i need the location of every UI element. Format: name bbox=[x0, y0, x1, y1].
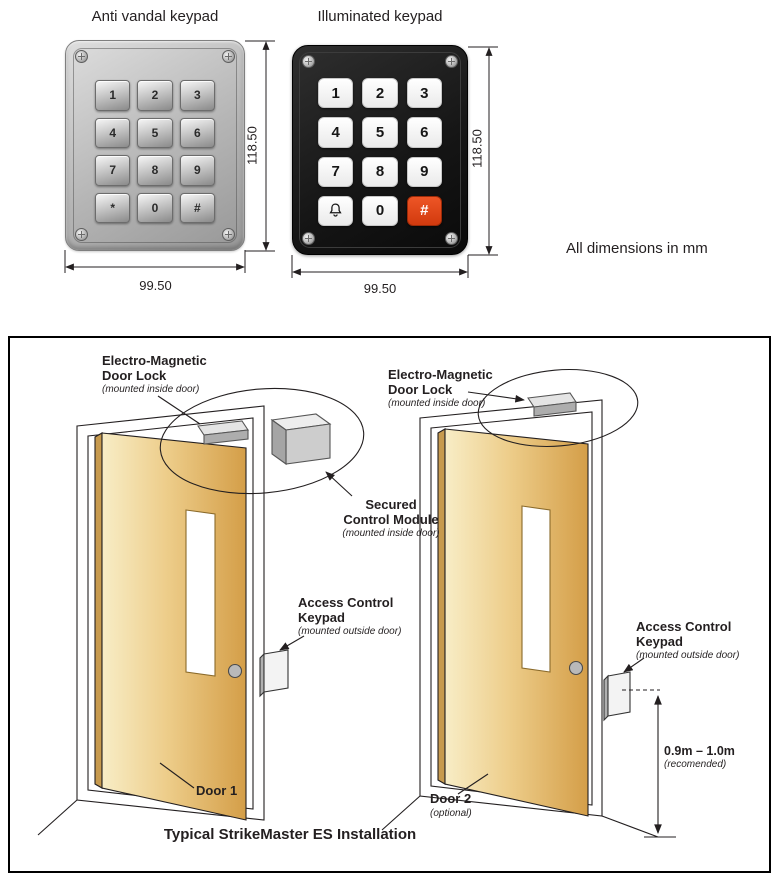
door-2-window bbox=[521, 505, 551, 673]
door-frame-1-inner bbox=[87, 417, 254, 810]
dim-line-height-left bbox=[245, 40, 275, 252]
screw-icon bbox=[222, 228, 235, 241]
module-pointer-arrow bbox=[325, 471, 353, 497]
av-key-0: 0 bbox=[137, 192, 173, 223]
il-key-7: 7 bbox=[318, 156, 354, 187]
door-1-label: Door 1 bbox=[196, 783, 238, 798]
il-key-bell bbox=[318, 195, 354, 226]
av-key-3: 3 bbox=[179, 80, 215, 111]
av-key-1: 1 bbox=[95, 80, 131, 111]
av-key-8: 8 bbox=[137, 155, 173, 186]
door-2-illustration bbox=[381, 368, 676, 838]
screw-icon bbox=[302, 55, 315, 68]
av-key-9: 9 bbox=[179, 155, 215, 186]
anti-vandal-key-grid: 1 2 3 4 5 6 7 8 9 * 0 # bbox=[95, 80, 215, 223]
screw-icon bbox=[302, 232, 315, 245]
il-key-4: 4 bbox=[318, 117, 354, 148]
em-lock-1-pointer-line bbox=[157, 395, 201, 425]
av-key-7: 7 bbox=[95, 155, 131, 186]
screw-icon bbox=[445, 232, 458, 245]
door-2-edge bbox=[437, 428, 446, 785]
callout-ellipse-2 bbox=[477, 368, 639, 448]
door-1-label-line bbox=[159, 762, 195, 789]
av-key-hash: # bbox=[179, 192, 215, 223]
dim-line-width-left bbox=[64, 250, 246, 273]
installation-illustration bbox=[37, 368, 676, 838]
installation-diagram: Electro-Magnetic Door Lock (mounted insi… bbox=[8, 336, 771, 873]
door-frame-2-inner bbox=[430, 411, 593, 806]
height-dim-left: 118.50 bbox=[244, 126, 260, 165]
diagram-title: Typical StrikeMaster ES Installation bbox=[163, 826, 417, 843]
illuminated-title: Illuminated keypad bbox=[317, 8, 443, 25]
av-key-5: 5 bbox=[137, 117, 173, 148]
access-keypad-2-label: Access Control Keypad (mounted outside d… bbox=[636, 619, 740, 662]
anti-vandal-keypad: 1 2 3 4 5 6 7 8 9 * 0 # bbox=[65, 40, 245, 251]
width-dim-left: 99.50 bbox=[139, 278, 172, 293]
av-key-4: 4 bbox=[95, 117, 131, 148]
screw-icon bbox=[445, 55, 458, 68]
secured-control-module bbox=[270, 413, 332, 466]
dimensions-note: All dimensions in mm bbox=[566, 240, 708, 257]
width-dim-right: 99.50 bbox=[363, 281, 397, 296]
keypad-1-pointer-arrow bbox=[279, 635, 305, 651]
il-key-2: 2 bbox=[362, 78, 398, 109]
floor-line-1 bbox=[37, 799, 78, 836]
il-key-5: 5 bbox=[362, 117, 398, 148]
floor-line-2 bbox=[381, 795, 421, 831]
av-key-2: 2 bbox=[137, 80, 173, 111]
door-1-window bbox=[185, 509, 216, 677]
av-key-star: * bbox=[95, 192, 131, 223]
door-1-knob bbox=[227, 663, 243, 679]
door-1-illustration bbox=[37, 387, 365, 836]
anti-vandal-bezel bbox=[73, 48, 237, 243]
em-lock-2-pointer-arrow bbox=[467, 391, 525, 403]
em-lock-2-label: Electro-Magnetic Door Lock (mounted insi… bbox=[388, 367, 493, 410]
secured-module-label: Secured Control Module (mounted inside d… bbox=[342, 497, 440, 540]
screw-icon bbox=[75, 50, 88, 63]
door-1-panel bbox=[101, 432, 247, 821]
anti-vandal-title: Anti vandal keypad bbox=[91, 8, 219, 25]
bell-icon bbox=[329, 203, 342, 217]
illuminated-key-grid: 1 2 3 4 5 6 7 8 9 0 # bbox=[318, 78, 442, 226]
dim-line-height-right bbox=[468, 46, 498, 256]
il-key-9: 9 bbox=[406, 156, 442, 187]
door-2-knob bbox=[568, 660, 584, 676]
screw-icon bbox=[75, 228, 88, 241]
av-key-6: 6 bbox=[179, 117, 215, 148]
em-lock-2 bbox=[527, 392, 577, 417]
access-keypad-2 bbox=[603, 671, 631, 722]
door-2-label: Door 2 (optional) bbox=[430, 791, 472, 819]
em-lock-1-label: Electro-Magnetic Door Lock (mounted insi… bbox=[102, 353, 207, 396]
il-key-1: 1 bbox=[318, 78, 354, 109]
callout-ellipse-1 bbox=[159, 387, 365, 495]
illuminated-bezel bbox=[299, 52, 461, 248]
door-2-label-line bbox=[457, 773, 489, 795]
height-dim-right: 118.50 bbox=[469, 129, 485, 168]
access-keypad-1-label: Access Control Keypad (mounted outside d… bbox=[298, 595, 402, 638]
screw-icon bbox=[222, 50, 235, 63]
il-key-hash: # bbox=[406, 195, 442, 226]
il-key-0: 0 bbox=[362, 195, 398, 226]
mount-height-label: 0.9m – 1.0m (recomended) bbox=[664, 744, 735, 770]
dim-line-width-right bbox=[291, 255, 469, 278]
door-1-edge bbox=[94, 432, 103, 789]
illuminated-keypad: 1 2 3 4 5 6 7 8 9 0 # bbox=[292, 45, 468, 255]
em-lock-1 bbox=[197, 420, 249, 445]
il-key-3: 3 bbox=[406, 78, 442, 109]
floor-slant-line bbox=[601, 815, 659, 838]
il-key-6: 6 bbox=[406, 117, 442, 148]
door-2-panel bbox=[444, 428, 589, 817]
il-key-8: 8 bbox=[362, 156, 398, 187]
keypad-2-pointer-arrow bbox=[623, 657, 645, 673]
access-keypad-1 bbox=[259, 649, 289, 698]
